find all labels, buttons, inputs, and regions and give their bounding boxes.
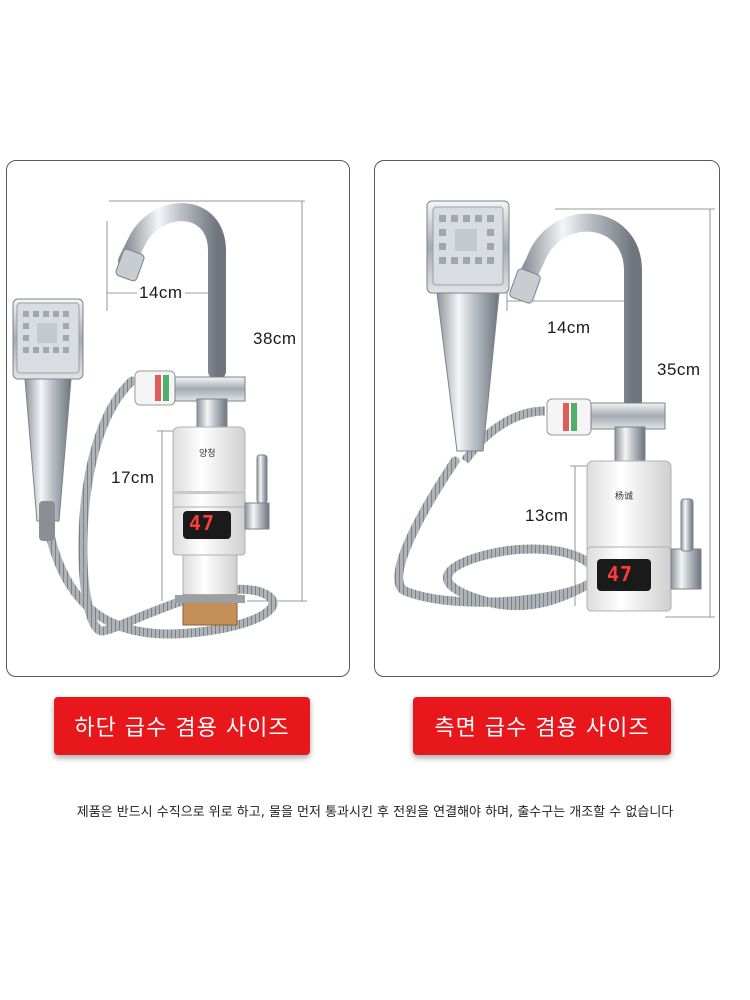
lever-handle (680, 498, 694, 552)
temperature-display (597, 559, 651, 591)
gooseneck-spout (118, 203, 226, 380)
display-reading: 47 (189, 511, 216, 535)
heater-body (172, 426, 270, 626)
total-height-label: 38cm (251, 329, 299, 349)
shower-hose (42, 376, 278, 639)
faucet-heater-illustration (394, 200, 715, 618)
spout-reach-label: 14cm (545, 318, 593, 338)
installation-notice: 제품은 반드시 수직으로 위로 하고, 물을 먼저 통과시킨 후 전원을 연결해… (76, 805, 674, 820)
body-height-label: 17cm (109, 468, 157, 488)
heater-body (586, 460, 702, 612)
lever-handle (256, 454, 268, 504)
total-height-label: 35cm (655, 360, 703, 380)
product-panel-side-supply: 14cm 35cm 13cm 杨诚 47 (374, 160, 720, 677)
temperature-display (183, 511, 231, 539)
shower-hose (394, 456, 600, 611)
brand-text: 杨诚 (615, 492, 634, 502)
spout-reach-label: 14cm (137, 283, 185, 303)
display-reading: 47 (607, 562, 634, 586)
shower-head-icon (12, 298, 84, 541)
caption-bottom-supply: 하단 급수 겸용 사이즈 (54, 697, 310, 755)
product-panel-bottom-supply: 14cm 38cm 17cm 양청 47 (6, 160, 350, 677)
brand-text: 양청 (199, 449, 216, 459)
caption-side-supply: 측면 급수 겸용 사이즈 (413, 697, 671, 755)
faucet-heater-illustration (12, 200, 307, 639)
body-height-label: 13cm (523, 506, 571, 526)
shower-head-icon (426, 200, 510, 452)
gooseneck-spout (516, 213, 642, 410)
